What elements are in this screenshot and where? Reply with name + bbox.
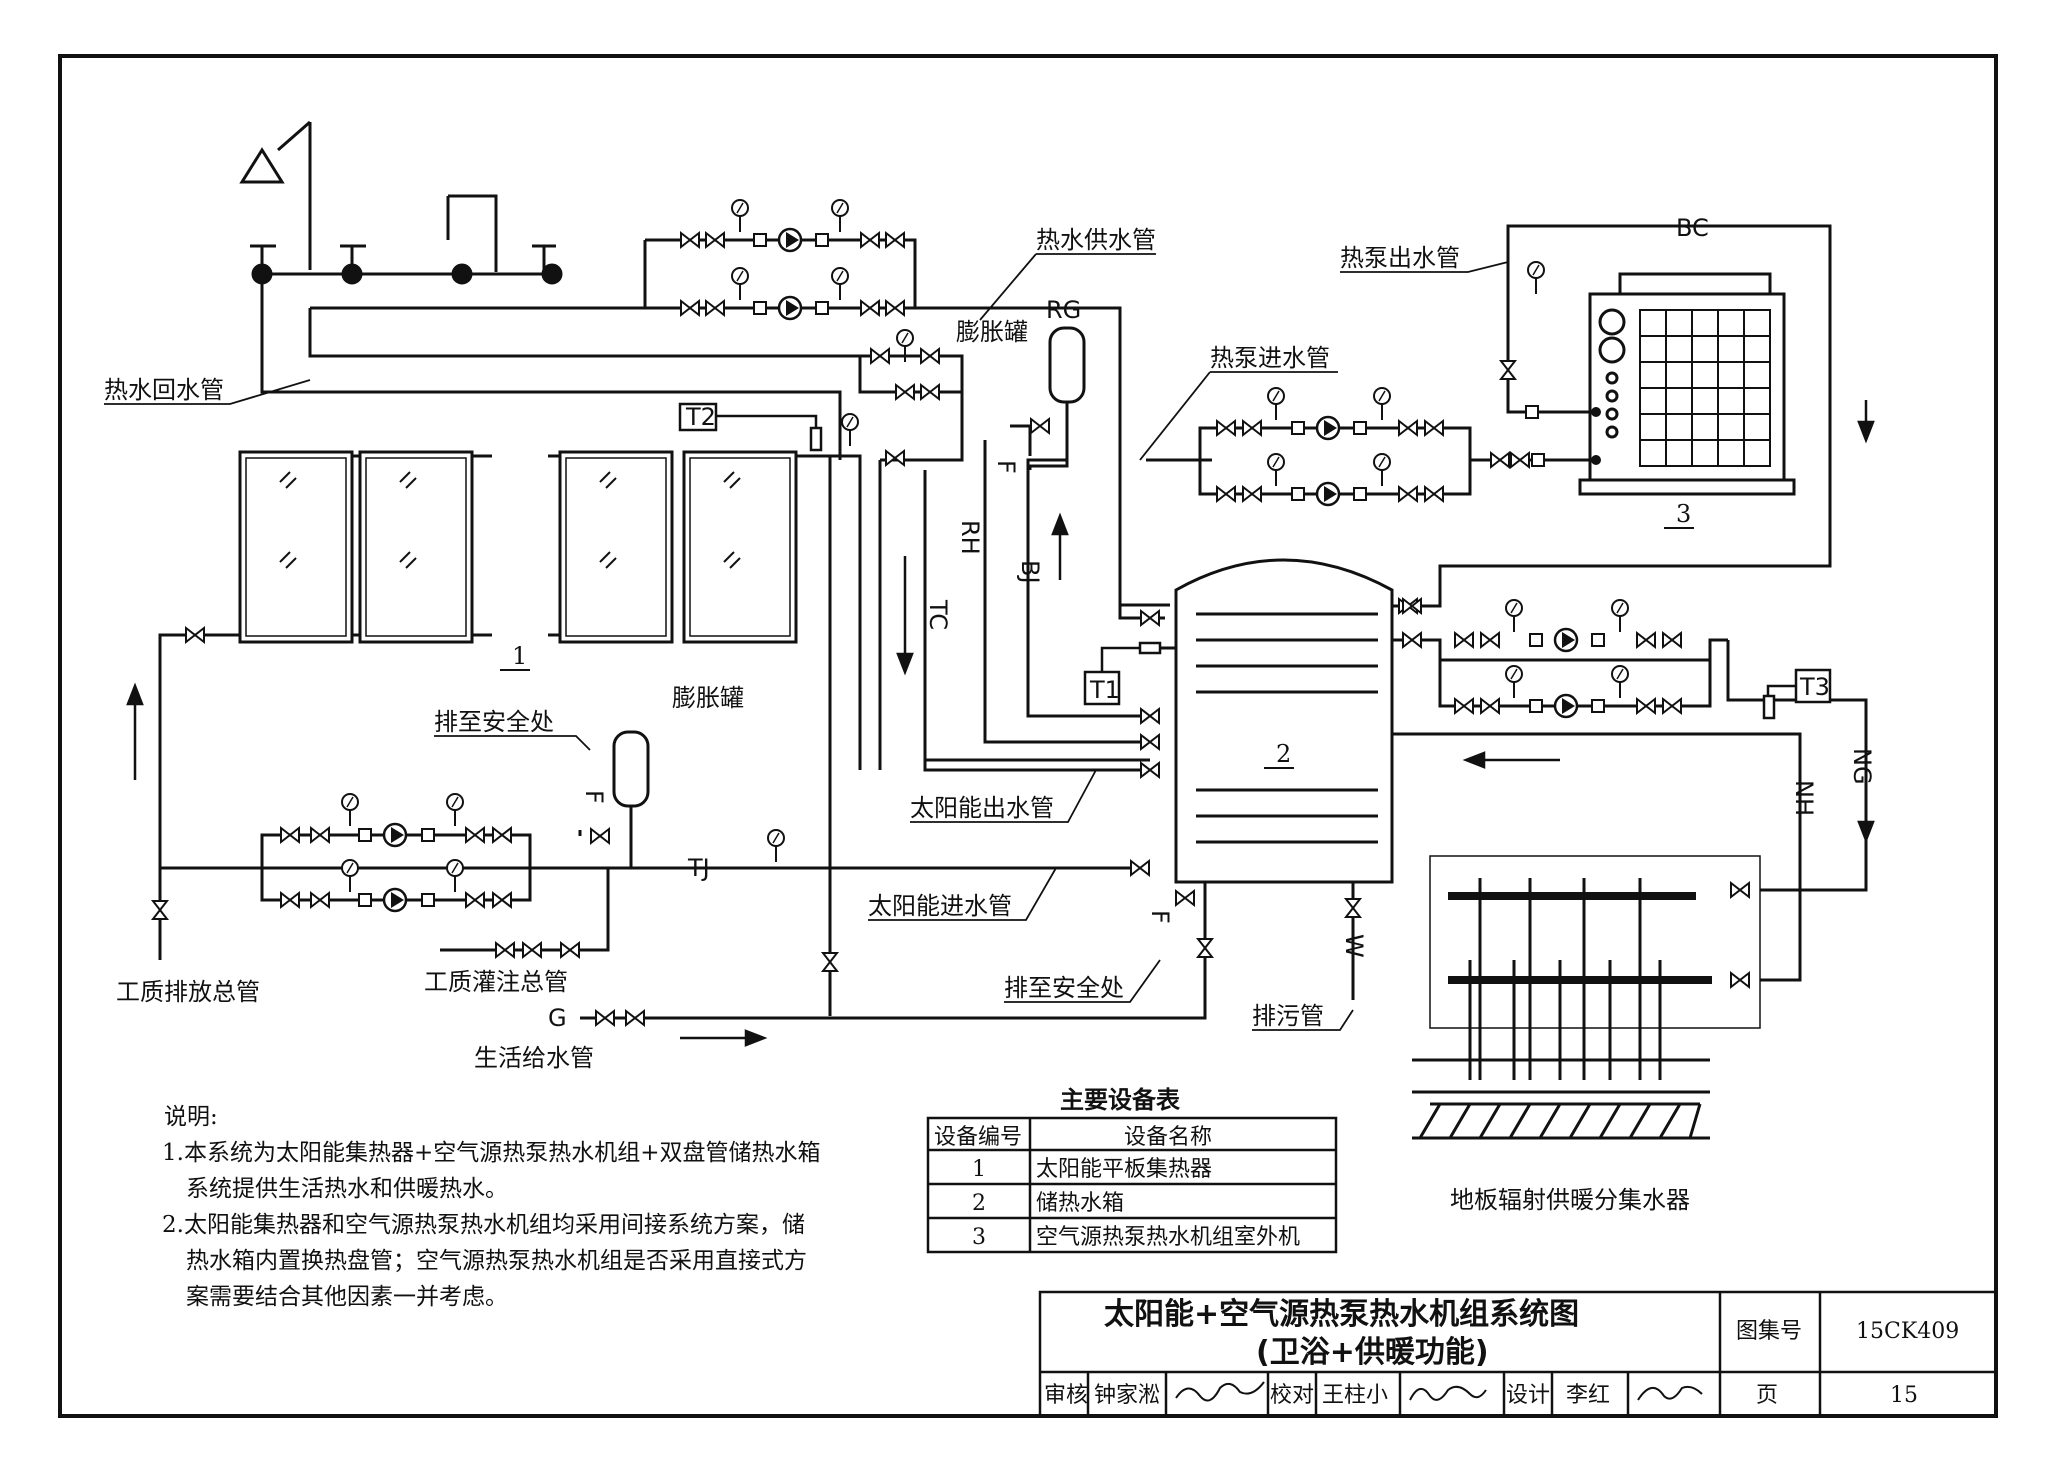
label-manifold: 地板辐射供暖分集水器: [1450, 1186, 1690, 1214]
equipment-numbers: 1 2 3: [512, 500, 1691, 768]
label-sewage: 排污管: [1252, 1002, 1324, 1030]
equipment-row-3-no: 3: [972, 1225, 986, 1250]
notes-line-3: 2.太阳能集热器和空气源热泵热水机组均采用间接系统方案，储: [162, 1212, 805, 1238]
expansion-tank-lower: [530, 730, 1150, 952]
solar-pump-set: [160, 833, 532, 902]
shower-icon: [239, 120, 312, 270]
design-label: 设计: [1506, 1383, 1550, 1408]
solar-collectors: [238, 450, 798, 644]
code-nh: NH: [1790, 780, 1818, 816]
pipe-codes: RG BC RH BJ TC TJ NH NG G F F F W T2 T1 …: [548, 214, 1876, 1032]
fixture-icons: [250, 194, 563, 285]
outdoor-unit: [1578, 272, 1796, 496]
equipment-number-3: 3: [1676, 500, 1691, 528]
floor-heating-pump-set: [1402, 598, 1750, 988]
equipment-header-no: 设备编号: [934, 1125, 1022, 1150]
sensor-t3: [1762, 668, 1832, 720]
design-name: 李红: [1566, 1383, 1610, 1408]
code-f2: F: [580, 790, 608, 804]
check-name: 王柱小: [1322, 1383, 1388, 1408]
code-rg: RG: [1046, 296, 1081, 324]
equipment-row-1-name: 太阳能平板集热器: [1036, 1157, 1212, 1182]
manifold: [1412, 855, 1761, 1140]
review-label: 审核: [1044, 1383, 1088, 1408]
label-solar-in: 太阳能进水管: [868, 892, 1012, 920]
code-rh: RH: [956, 520, 984, 555]
code-g: G: [548, 1004, 567, 1032]
outdoor-unit-grid: [1639, 309, 1771, 467]
notes-line-2: 系统提供生活热水和供暖热水。: [186, 1176, 508, 1202]
code-ng: NG: [1848, 748, 1876, 785]
equipment-row-2-name: 储热水箱: [1036, 1191, 1124, 1216]
pipe-labels: 热水回水管 热水供水管 膨胀罐 膨胀罐 热泵出水管 热泵进水管 排至安全处 排至…: [104, 226, 1690, 1214]
notes: 说明: 1.本系统为太阳能集热器+空气源热泵热水机组+双盘管储热水箱 系统提供生…: [162, 1104, 821, 1310]
code-t3: T3: [1799, 673, 1830, 701]
review-name: 钟家淞: [1094, 1383, 1160, 1408]
atlas-number: 15CK409: [1856, 1319, 1959, 1344]
sensor-t2: [678, 402, 823, 452]
code-f1: F: [992, 460, 1020, 474]
notes-heading: 说明:: [164, 1104, 218, 1130]
flow-arrows: [126, 400, 1875, 1047]
label-expansion-tank-2: 膨胀罐: [672, 684, 744, 712]
storage-tank: [1156, 558, 1394, 884]
code-tj: TJ: [687, 854, 710, 882]
expansion-tank-upper: [1010, 326, 1086, 470]
code-w: W: [1340, 934, 1368, 958]
page-number: 15: [1890, 1383, 1918, 1408]
equipment-row-1-no: 1: [972, 1157, 986, 1182]
leader-lines: [104, 253, 1509, 1031]
code-tc: TC: [924, 599, 952, 630]
label-hp-out: 热泵出水管: [1340, 244, 1460, 272]
code-f3: F: [1146, 910, 1174, 924]
equipment-number-2: 2: [1276, 740, 1291, 768]
equipment-header-name: 设备名称: [1124, 1125, 1212, 1150]
label-discharge-safe-1: 排至安全处: [434, 708, 554, 736]
notes-line-4: 热水箱内置换热盘管；空气源热泵热水机组是否采用直接式方: [186, 1248, 807, 1274]
code-bc: BC: [1676, 214, 1709, 242]
label-hot-return: 热水回水管: [104, 376, 224, 404]
title-line-1: 太阳能+空气源热泵热水机组系统图: [1104, 1297, 1579, 1332]
title-block: 太阳能+空气源热泵热水机组系统图 (卫浴+供暖功能) 图集号 15CK409 页…: [1038, 1290, 1998, 1418]
label-medium-drain: 工质排放总管: [116, 978, 260, 1006]
notes-line-5: 案需要结合其他因素一并考虑。: [186, 1284, 508, 1310]
label-medium-fill: 工质灌注总管: [424, 968, 568, 996]
domestic-supply: [580, 880, 1207, 1020]
title-line-2: (卫浴+供暖功能): [1256, 1335, 1489, 1370]
label-domestic-supply: 生活给水管: [474, 1044, 594, 1072]
label-hot-supply: 热水供水管: [1036, 226, 1156, 254]
page-label: 页: [1756, 1383, 1778, 1408]
label-hp-in: 热泵进水管: [1210, 344, 1330, 372]
check-label: 校对: [1270, 1383, 1314, 1408]
hot-water-pump-set: [680, 199, 940, 400]
equipment-number-1: 1: [512, 642, 527, 670]
equipment-row-3-name: 空气源热泵热水机组室外机: [1036, 1225, 1300, 1250]
equipment-table: 主要设备表 设备编号 设备名称 1 太阳能平板集热器 2 储热水箱 3 空气源热…: [926, 1085, 1338, 1254]
code-t1: T1: [1089, 676, 1120, 704]
notes-line-1: 1.本系统为太阳能集热器+空气源热泵热水机组+双盘管储热水箱: [162, 1140, 821, 1166]
label-solar-out: 太阳能出水管: [910, 794, 1054, 822]
label-discharge-safe-2: 排至安全处: [1004, 974, 1124, 1002]
signature-marks: [1175, 1381, 1703, 1402]
bj-line: [878, 440, 1150, 772]
equipment-row-2-no: 2: [972, 1191, 986, 1216]
sensor-t1: [1083, 641, 1162, 706]
atlas-label: 图集号: [1736, 1319, 1802, 1344]
code-t2: T2: [685, 403, 716, 431]
equipment-table-title: 主要设备表: [1060, 1085, 1181, 1114]
label-expansion-tank-1: 膨胀罐: [956, 318, 1028, 346]
drawing-frame: [58, 54, 1998, 1418]
code-bj: BJ: [1016, 560, 1044, 584]
